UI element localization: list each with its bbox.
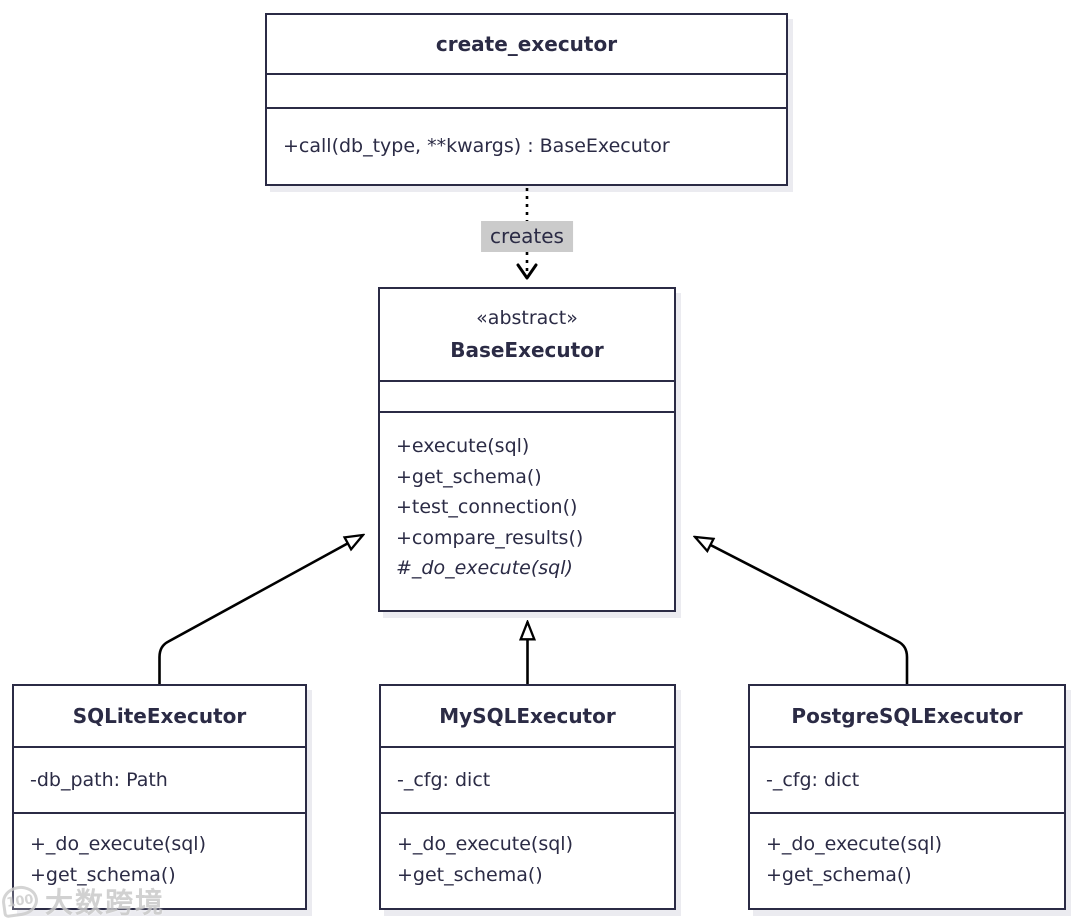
- class-methods-section: +_do_execute(sql) +get_schema(): [381, 814, 674, 908]
- attribute-entry: -db_path: Path: [30, 768, 168, 791]
- class-box-mysql-executor: MySQLExecutor -_cfg: dict +_do_execute(s…: [379, 684, 676, 910]
- attribute-entry: -_cfg: dict: [397, 768, 491, 791]
- class-box-base-executor: «abstract» BaseExecutor +execute(sql) +g…: [378, 287, 676, 612]
- method-entry: +get_schema(): [396, 465, 542, 488]
- class-attributes-section-empty: [267, 75, 786, 109]
- watermark-logo-icon: 100: [0, 883, 40, 919]
- class-methods-section: +call(db_type, **kwargs) : BaseExecutor: [267, 109, 786, 184]
- class-box-sqlite-executor: SQLiteExecutor -db_path: Path +_do_execu…: [12, 684, 307, 910]
- method-entry: +get_schema(): [397, 864, 543, 886]
- inheritance-arrow-postgresql: [695, 537, 909, 684]
- method-entry: +get_schema(): [30, 864, 176, 886]
- watermark: 100 大数跨境: [0, 881, 166, 921]
- method-entry: +_do_execute(sql): [30, 833, 207, 855]
- class-name: BaseExecutor: [450, 338, 604, 362]
- method-entry: +get_schema(): [766, 864, 912, 886]
- edge-label-creates: creates: [481, 221, 573, 252]
- class-name: PostgreSQLExecutor: [791, 704, 1023, 728]
- class-header: «abstract» BaseExecutor: [380, 289, 674, 382]
- class-box-postgresql-executor: PostgreSQLExecutor -_cfg: dict +_do_exec…: [748, 684, 1066, 910]
- open-arrowhead-icon: [516, 263, 538, 280]
- class-attributes-section: -db_path: Path: [14, 748, 305, 814]
- method-entry: +_do_execute(sql): [397, 833, 574, 855]
- class-methods-section: +_do_execute(sql) +get_schema(): [750, 814, 1064, 908]
- class-header: MySQLExecutor: [381, 686, 674, 748]
- method-entry: +compare_results(): [396, 526, 584, 549]
- class-name: MySQLExecutor: [439, 704, 616, 728]
- class-methods-section: +execute(sql) +get_schema() +test_connec…: [380, 413, 674, 610]
- class-header: SQLiteExecutor: [14, 686, 305, 748]
- method-entry: +call(db_type, **kwargs) : BaseExecutor: [283, 135, 670, 158]
- class-attributes-section-empty: [380, 382, 674, 413]
- class-attributes-section: -_cfg: dict: [750, 748, 1064, 814]
- class-header: PostgreSQLExecutor: [750, 686, 1064, 748]
- class-name: SQLiteExecutor: [72, 704, 247, 728]
- watermark-text: 大数跨境: [45, 886, 166, 919]
- class-box-create-executor: create_executor +call(db_type, **kwargs)…: [265, 13, 788, 186]
- class-methods-section: +_do_execute(sql) +get_schema(): [14, 814, 305, 908]
- method-entry: +execute(sql): [396, 435, 530, 457]
- class-attributes-section: -_cfg: dict: [381, 748, 674, 814]
- method-entry: +_do_execute(sql): [766, 833, 943, 855]
- attribute-entry: -_cfg: dict: [766, 768, 860, 791]
- method-entry-abstract: #_do_execute(sql): [396, 557, 573, 579]
- method-entry: +test_connection(): [396, 496, 578, 518]
- class-stereotype: «abstract»: [476, 307, 578, 329]
- class-name: create_executor: [435, 32, 618, 56]
- class-header: create_executor: [267, 15, 786, 75]
- inheritance-arrow-sqlite: [158, 535, 364, 684]
